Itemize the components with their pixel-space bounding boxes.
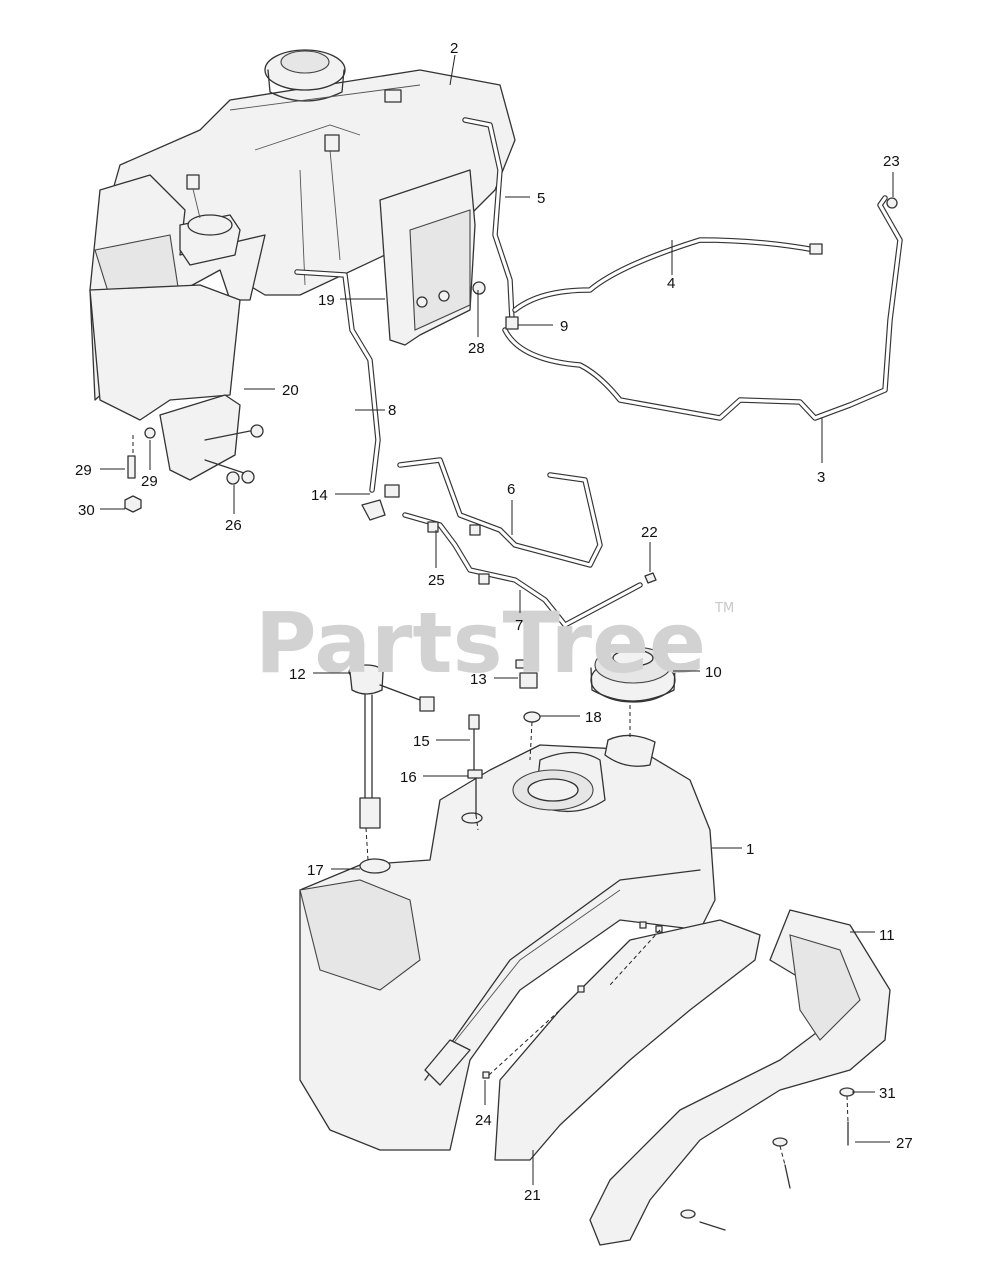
upper-fuel-tank (89, 49, 516, 421)
vent-valve (515, 659, 538, 689)
callout-labels: 1 2 3 4 5 6 7 8 9 10 11 12 13 14 15 16 1… (75, 40, 913, 1204)
callout-29-left: 29 (75, 462, 92, 479)
callout-17: 17 (307, 862, 324, 879)
hardware-24-27-31 (482, 921, 855, 1231)
assembly-lines (132, 435, 849, 1166)
callout-25: 25 (428, 572, 445, 589)
callout-8: 8 (388, 402, 396, 419)
callout-10: 10 (705, 664, 722, 681)
callout-13: 13 (470, 671, 487, 688)
callout-11: 11 (879, 927, 895, 944)
callout-4: 4 (667, 275, 675, 292)
callout-28: 28 (468, 340, 485, 357)
lower-fuel-tank (299, 744, 716, 1151)
callout-18: 18 (585, 709, 602, 726)
hose-6 (397, 457, 603, 568)
fitting-22 (644, 572, 657, 584)
callout-9: 9 (560, 318, 568, 335)
leader-lines (100, 54, 894, 1185)
callout-24: 24 (475, 1112, 492, 1129)
fitting-9 (505, 316, 519, 330)
hose-5 (462, 117, 515, 323)
callout-2: 2 (450, 40, 458, 57)
side-panel-11 (589, 909, 891, 1246)
grommet-18 (523, 711, 541, 723)
callout-6: 6 (507, 481, 515, 498)
callout-30: 30 (78, 502, 95, 519)
callout-1: 1 (746, 841, 754, 858)
watermark-trademark: TM (714, 601, 734, 616)
tank-bracket (379, 169, 486, 346)
hose-7 (402, 512, 643, 628)
callout-20: 20 (282, 382, 299, 399)
callout-12: 12 (289, 666, 306, 683)
support-bracket (124, 394, 264, 513)
callout-5: 5 (537, 190, 545, 207)
callout-3: 3 (817, 469, 825, 486)
side-panel-21 (494, 919, 761, 1161)
clamps-25 (427, 521, 490, 585)
callout-7: 7 (515, 617, 523, 634)
callout-26: 26 (225, 517, 242, 534)
hose-8 (294, 269, 381, 493)
callout-22: 22 (641, 524, 658, 541)
callout-23: 23 (883, 153, 900, 170)
callout-21: 21 (524, 1187, 541, 1204)
hose-3 (502, 195, 903, 421)
fuel-sender (348, 664, 435, 829)
watermark: PartsTree (255, 594, 706, 692)
hose-4 (512, 237, 823, 313)
callout-14: 14 (311, 487, 328, 504)
callout-16: 16 (400, 769, 417, 786)
valve-15-16 (467, 714, 483, 816)
callout-31: 31 (879, 1085, 896, 1102)
callout-15: 15 (413, 733, 430, 750)
grommet-17 (359, 858, 391, 874)
callout-29-right: 29 (141, 473, 158, 490)
fuel-cap (590, 646, 676, 767)
fitting-14 (361, 484, 400, 521)
callout-27: 27 (896, 1135, 913, 1152)
callout-19: 19 (318, 292, 335, 309)
